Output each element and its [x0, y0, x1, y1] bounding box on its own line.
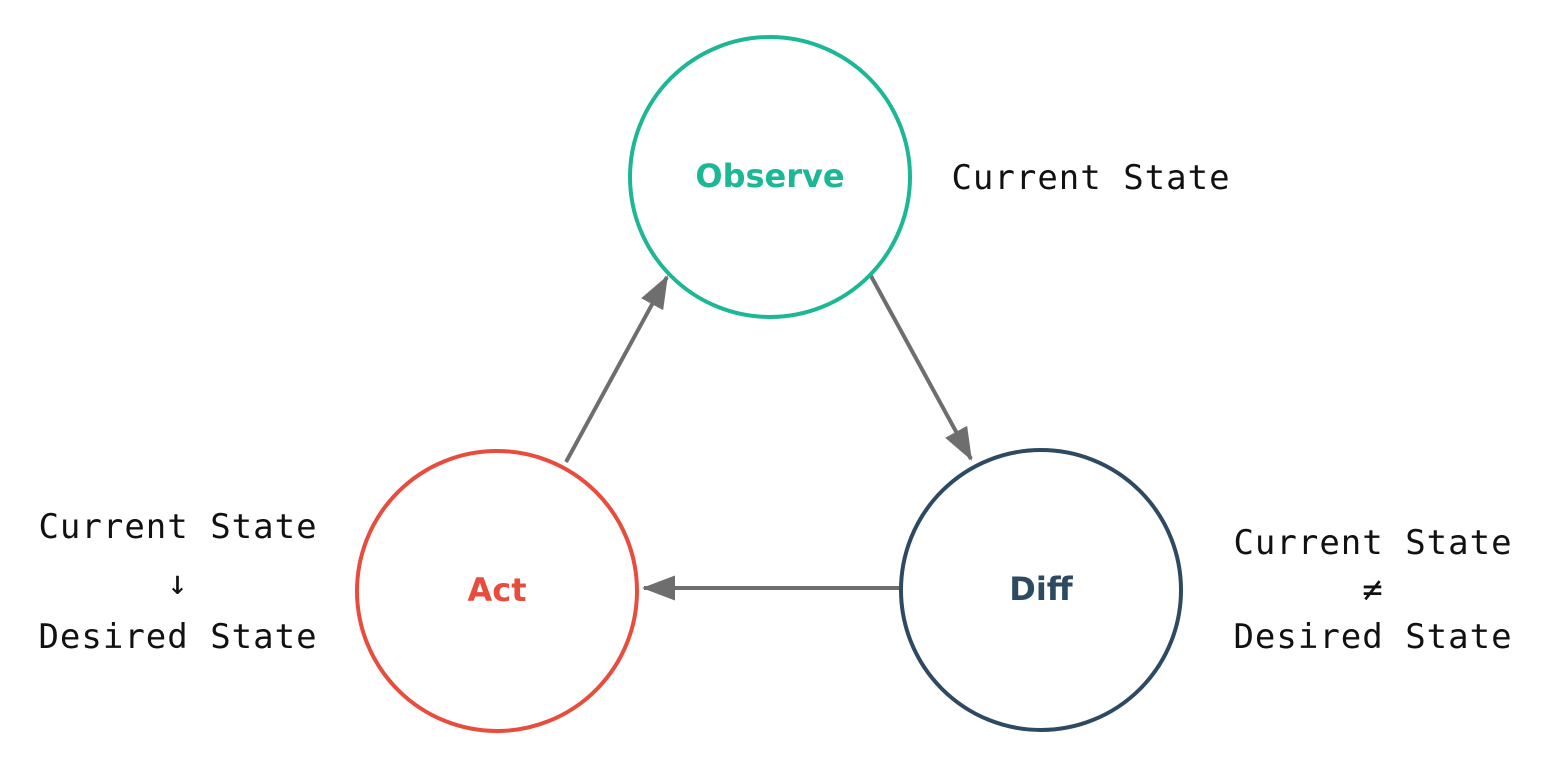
diff-node: Diff: [899, 448, 1183, 732]
down-arrow-symbol: ↓: [167, 563, 188, 603]
act-annotation-line: Current State: [38, 507, 317, 547]
diff-annotation-line: Desired State: [1233, 617, 1512, 657]
not-equal-symbol: ≠: [1362, 570, 1383, 610]
act-label: Act: [467, 571, 526, 609]
arrow-observe-to-diff: [869, 275, 973, 461]
observe-circle: [628, 35, 912, 319]
diff-label: Diff: [1009, 570, 1074, 608]
observe-node: Observe: [628, 35, 912, 319]
observe-annotation-line: Current State: [951, 158, 1230, 198]
diff-circle: [899, 448, 1183, 732]
act-annotation: Current State ↓ Desired State: [38, 507, 317, 657]
diff-annotation: Current State ≠ Desired State: [1233, 523, 1512, 657]
act-node: Act: [355, 449, 639, 733]
act-annotation-line: Desired State: [38, 617, 317, 657]
observe-label: Observe: [695, 157, 844, 195]
observe-annotation: Current State: [951, 158, 1230, 198]
act-circle: [355, 449, 639, 733]
arrow-act-to-observe: [564, 275, 669, 463]
diff-annotation-line: Current State: [1233, 523, 1512, 563]
